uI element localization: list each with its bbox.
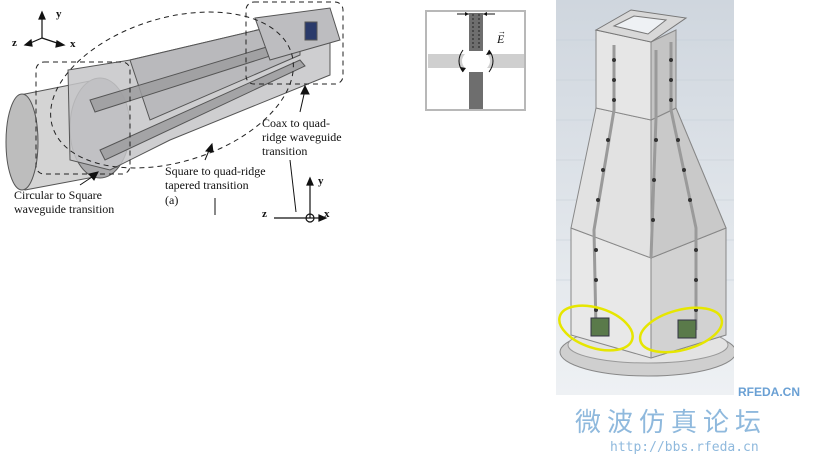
axis-z-bottom: z bbox=[262, 208, 267, 220]
axis-y-top: y bbox=[56, 8, 62, 20]
axes-top bbox=[23, 10, 66, 48]
label-panel-a: (a) bbox=[165, 193, 179, 207]
watermark-chinese: 微波仿真论坛 bbox=[575, 408, 768, 438]
label-square-taper: Square to quad-ridge tapered transition bbox=[165, 164, 266, 192]
square-taper bbox=[67, 19, 331, 171]
field-label-e: E bbox=[497, 32, 505, 46]
axis-x-top: x bbox=[70, 38, 76, 50]
middle-figure: E → bbox=[425, 10, 527, 112]
coax-section bbox=[254, 7, 341, 61]
right-figure bbox=[556, 0, 734, 395]
leader-arrows bbox=[79, 84, 310, 215]
horn-render bbox=[556, 0, 734, 395]
field-vector-arrow: → bbox=[498, 27, 506, 36]
watermark-url: http://bbs.rfeda.cn bbox=[610, 440, 759, 455]
label-coax-transition: Coax to quad- ridge waveguide transition bbox=[262, 116, 342, 158]
label-circular-square: Circular to Square waveguide transition bbox=[14, 188, 115, 216]
quad-ridge-cross-section bbox=[425, 10, 526, 111]
axis-x-bottom: x bbox=[324, 208, 330, 220]
highlight-boxes bbox=[35, 1, 344, 175]
antenna-3d-sketch bbox=[5, 1, 344, 223]
axis-y-bottom: y bbox=[318, 175, 324, 187]
left-figure: y z x y z x Coax to quad- ridge waveguid… bbox=[0, 0, 360, 230]
axis-z-top: z bbox=[12, 37, 17, 49]
watermark-logo: RFEDA.CN bbox=[738, 385, 800, 399]
axes-bottom bbox=[274, 176, 328, 223]
